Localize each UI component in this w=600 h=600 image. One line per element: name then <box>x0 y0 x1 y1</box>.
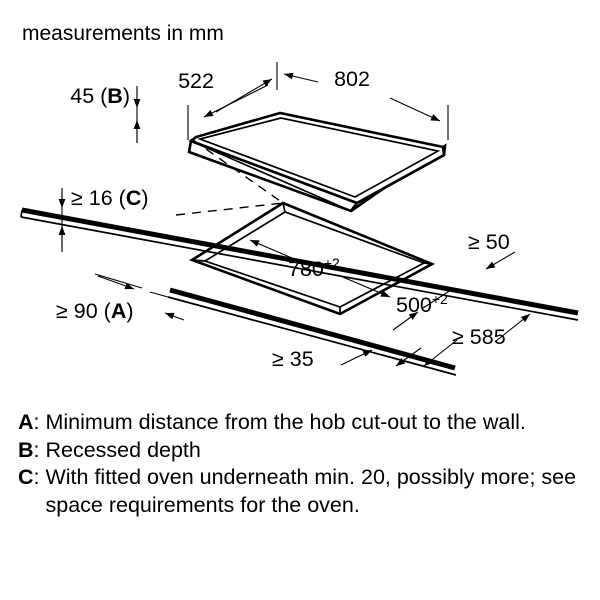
arrow-500-upper <box>392 311 419 331</box>
dimension-rear-clearance: ≥ 50 <box>468 230 516 270</box>
dimension-recessed-depth: 45 (B) <box>70 84 141 143</box>
hob-front-right-return <box>356 154 445 204</box>
dim-label-cutout-depth-tol: +2 <box>432 291 448 307</box>
dim-label-hob-width: 802 <box>334 67 370 91</box>
dim-label-worktop-thickness: ≥ 16 (C) <box>71 186 149 210</box>
dimension-cutout-depth: 500+2 <box>392 289 452 367</box>
hob-top-bevel-outline <box>197 117 441 198</box>
dim-label-front-clearance: ≥ 35 <box>272 347 314 371</box>
legend-row-a: A : Minimum distance from the hob cut-ou… <box>18 409 582 437</box>
legend-sep-a: : <box>33 410 46 434</box>
dim-label-wall-distance-key: A <box>111 299 127 323</box>
legend-row-c: C : With fitted oven underneath min. 20,… <box>18 464 582 519</box>
cutout-rim-corner-left <box>191 259 206 262</box>
arrow-585-upper <box>495 313 531 342</box>
dimension-wall-distance: ≥ 90 (A) <box>56 273 187 323</box>
hob-appliance <box>187 111 447 213</box>
worktop-front-under-edge <box>167 296 457 376</box>
dim-label-cutout-depth: 500+2 <box>396 291 448 317</box>
legend-text-a: Minimum distance from the hob cut-out to… <box>45 410 526 434</box>
projection-line-hob-corner <box>192 139 284 204</box>
legend-key-c: C <box>18 465 34 490</box>
dim-label-wall-distance: ≥ 90 (A) <box>56 299 134 323</box>
dimension-hob-depth: 522 <box>178 62 278 140</box>
ext-line-90-a <box>94 273 143 289</box>
dim-label-recessed-depth-text: 45 ( <box>70 84 108 108</box>
arrow-90-right <box>97 275 135 290</box>
ext-line-90-b <box>149 291 187 303</box>
dim-label-worktop-depth: ≥ 585 <box>452 325 506 349</box>
worktop-left-cap <box>20 209 23 218</box>
arrow-90-left <box>164 312 185 321</box>
dimension-front-clearance: ≥ 35 <box>272 347 373 371</box>
arrow-585-lower <box>423 339 458 367</box>
legend-sep-c: : <box>33 465 46 490</box>
hob-front-left-return <box>190 140 352 212</box>
dimension-cutout-width: 780+2 <box>249 239 391 298</box>
arrow-500-lower <box>395 347 422 367</box>
arrow-50 <box>485 251 516 270</box>
legend-key-b: B <box>18 437 34 462</box>
arrow-780-left <box>249 239 307 265</box>
dim-label-recessed-depth-key: B <box>107 84 123 108</box>
dimension-worktop-thickness: ≥ 16 (C) <box>58 186 149 252</box>
arrow-780-right <box>337 274 391 298</box>
arrow-522-lower <box>203 84 269 118</box>
dimension-hob-width: 802 <box>283 67 449 140</box>
legend-key-a: A <box>18 410 34 434</box>
arrow-522-upper <box>215 78 273 113</box>
arrow-35 <box>340 349 373 366</box>
legend-row-b: B : Recessed depth <box>18 437 582 465</box>
cutout-rim-corner-rear <box>282 202 286 213</box>
legend-text-c: With fitted oven underneath min. 20, pos… <box>45 465 577 517</box>
dim-label-cutout-width-base: 780 <box>288 257 324 281</box>
cutout-rim-corner-right <box>423 262 433 265</box>
dim-label-rear-clearance: ≥ 50 <box>468 230 510 254</box>
ext-line-500-upper <box>422 289 452 309</box>
arrow-802-left <box>283 72 319 83</box>
worktop-rear-under-edge <box>20 216 579 321</box>
legend: A : Minimum distance from the hob cut-ou… <box>18 409 582 519</box>
legend-text-b: Recessed depth <box>45 437 201 462</box>
dim-label-cutout-width-tol: +2 <box>324 255 340 271</box>
dim-label-cutout-depth-base: 500 <box>396 293 432 317</box>
dim-label-hob-depth: 522 <box>178 69 214 93</box>
arrow-802-right <box>389 97 441 122</box>
projection-line-left <box>175 202 284 216</box>
worktop-front-top-edge <box>169 287 456 371</box>
dim-label-cutout-width: 780+2 <box>288 255 340 281</box>
legend-sep-b: : <box>33 437 46 462</box>
hob-cutout <box>189 201 436 316</box>
dim-label-recessed-depth: 45 (B) <box>70 84 130 108</box>
dim-label-worktop-thickness-key: C <box>126 186 142 210</box>
dimension-worktop-depth: ≥ 585 <box>423 313 531 367</box>
measurement-unit-note: measurements in mm <box>22 22 224 45</box>
